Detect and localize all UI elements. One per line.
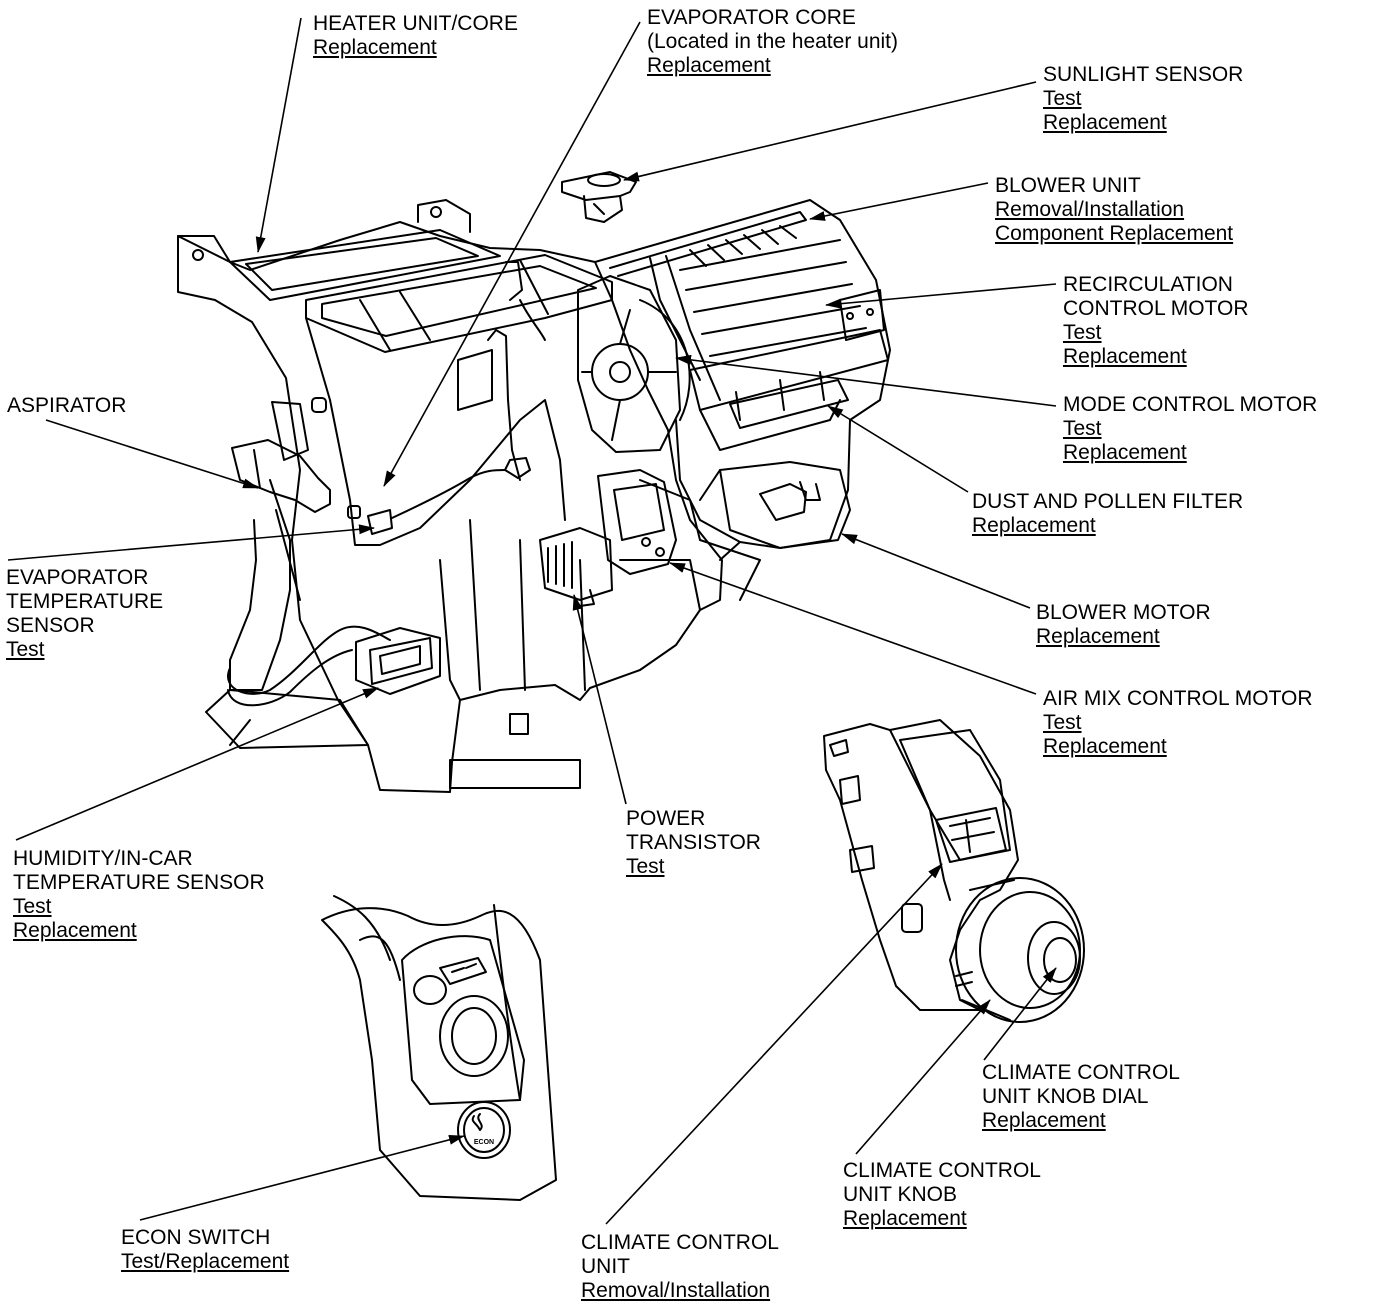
air-mix-control-motor-label-line: AIR MIX CONTROL MOTOR xyxy=(1043,687,1313,710)
sunlight-sensor-replacement-link[interactable]: Replacement xyxy=(1043,111,1167,134)
recirculation-control-motor-test-link[interactable]: Test xyxy=(1063,321,1102,344)
leader-dust-and-pollen-filter xyxy=(827,405,969,493)
blower-motor-label-line: BLOWER MOTOR xyxy=(1036,601,1211,624)
climate-control-unit-knob-dial-label-line: UNIT KNOB DIAL xyxy=(982,1085,1149,1108)
mode-control-motor-test-link[interactable]: Test xyxy=(1063,417,1102,440)
humidity-in-car-temperature-sensor-replacement-link[interactable]: Replacement xyxy=(13,919,137,942)
heater-unit-drawing xyxy=(177,199,723,793)
leader-climate-control-unit xyxy=(605,863,943,1225)
leader-climate-control-unit-knob-dial xyxy=(983,967,1057,1061)
evaporator-temperature-sensor-label-line: EVAPORATOR xyxy=(6,566,149,589)
sunlight-sensor-label-line: SUNLIGHT SENSOR xyxy=(1043,63,1244,86)
econ-switch-text: ECON xyxy=(474,1139,494,1146)
evaporator-temperature-sensor-label-line: TEMPERATURE xyxy=(6,590,164,613)
leader-evaporator-core xyxy=(383,21,641,487)
leader-air-mix-control-motor xyxy=(669,562,1037,695)
leader-power-transistor xyxy=(572,594,627,805)
blower-unit-label-line: BLOWER UNIT xyxy=(995,174,1141,197)
leader-evaporator-temperature-sensor xyxy=(7,524,375,561)
mode-control-motor-replacement-link[interactable]: Replacement xyxy=(1063,441,1187,464)
evaporator-core-label-line: EVAPORATOR CORE xyxy=(647,6,856,29)
climate-control-unit-knob-label-line: CLIMATE CONTROL xyxy=(843,1159,1041,1182)
leader-sunlight-sensor xyxy=(623,81,1037,182)
leader-blower-unit xyxy=(809,182,989,221)
leader-econ-switch xyxy=(139,1134,465,1221)
leader-aspirator xyxy=(45,419,259,489)
callout-aspirator: ASPIRATOR xyxy=(7,394,126,418)
sunlight-sensor-drawing xyxy=(561,171,637,223)
evaporator-temperature-sensor-test-link[interactable]: Test xyxy=(6,638,45,661)
evaporator-core-replacement-link[interactable]: Replacement xyxy=(647,54,771,77)
climate-control-unit-label-line: CLIMATE CONTROL xyxy=(581,1231,779,1254)
climate-control-unit-knob-dial-replacement-link[interactable]: Replacement xyxy=(982,1109,1106,1132)
aspirator-label-line: ASPIRATOR xyxy=(7,394,127,417)
evaporator-core-label-line: (Located in the heater unit) xyxy=(647,30,898,53)
econ-switch-label-line: ECON SWITCH xyxy=(121,1226,271,1249)
climate-control-unit-knob-dial-label-line: CLIMATE CONTROL xyxy=(982,1061,1180,1084)
console-drawing xyxy=(321,895,557,1201)
leader-climate-control-unit-knob xyxy=(855,999,991,1155)
callout-evaporator-core: EVAPORATOR CORE(Located in the heater un… xyxy=(647,6,898,78)
air-mix-control-motor-test-link[interactable]: Test xyxy=(1043,711,1082,734)
leader-recirculation-control-motor xyxy=(825,283,1057,309)
heater-unit-core-label-line: HEATER UNIT/CORE xyxy=(313,12,518,35)
climate-control-unit-drawing xyxy=(823,719,1085,1023)
dust-and-pollen-filter-label-line: DUST AND POLLEN FILTER xyxy=(972,490,1244,513)
climate-control-unit-knob-label-line: UNIT KNOB xyxy=(843,1183,957,1206)
blower-motor-replacement-link[interactable]: Replacement xyxy=(1036,625,1160,648)
climate-control-unit-knob-replacement-link[interactable]: Replacement xyxy=(843,1207,967,1230)
humidity-in-car-temperature-sensor-label-line: TEMPERATURE SENSOR xyxy=(13,871,265,894)
blower-unit-drawing xyxy=(594,199,891,601)
econ-switch-test-replacement-link[interactable]: Test/Replacement xyxy=(121,1250,290,1273)
air-mix-control-motor-replacement-link[interactable]: Replacement xyxy=(1043,735,1167,758)
blower-unit-removal-installation-link[interactable]: Removal/Installation xyxy=(995,198,1185,221)
recirculation-control-motor-replacement-link[interactable]: Replacement xyxy=(1063,345,1187,368)
leader-blower-motor xyxy=(841,533,1031,609)
evaporator-temperature-sensor-label-line: SENSOR xyxy=(6,614,95,637)
power-transistor-test-link[interactable]: Test xyxy=(626,855,665,878)
humidity-in-car-temperature-sensor-test-link[interactable]: Test xyxy=(13,895,52,918)
sunlight-sensor-test-link[interactable]: Test xyxy=(1043,87,1082,110)
mode-control-motor-label-line: MODE CONTROL MOTOR xyxy=(1063,393,1318,416)
recirculation-control-motor-label-line: RECIRCULATION xyxy=(1063,273,1233,296)
leader-mode-control-motor xyxy=(675,354,1057,407)
heater-unit-core-replacement-link[interactable]: Replacement xyxy=(313,36,437,59)
power-transistor-label-line: TRANSISTOR xyxy=(626,831,761,854)
dust-and-pollen-filter-replacement-link[interactable]: Replacement xyxy=(972,514,1096,537)
climate-control-unit-removal-installation-link[interactable]: Removal/Installation xyxy=(581,1279,771,1302)
leader-lines xyxy=(7,17,1057,1225)
blower-unit-component-replacement-link[interactable]: Component Replacement xyxy=(995,222,1234,245)
climate-control-unit-label-line: UNIT xyxy=(581,1255,630,1278)
power-transistor-label-line: POWER xyxy=(626,807,706,830)
leader-humidity-in-car-temperature-sensor xyxy=(15,687,379,841)
recirculation-control-motor-label-line: CONTROL MOTOR xyxy=(1063,297,1249,320)
humidity-in-car-temperature-sensor-label-line: HUMIDITY/IN-CAR xyxy=(13,847,193,870)
leader-heater-unit-core xyxy=(255,17,302,253)
